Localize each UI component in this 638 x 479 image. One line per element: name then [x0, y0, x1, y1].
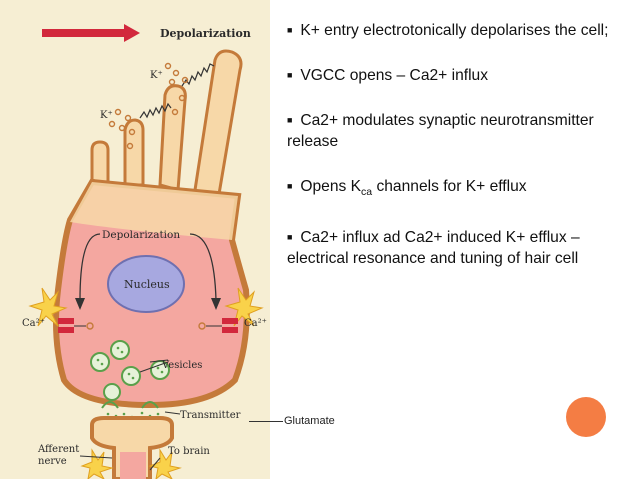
nucleus: [107, 255, 185, 313]
ca-channel-left: [28, 287, 74, 333]
bullet-item: ■ Ca2+ influx ad Ca2+ induced K+ efflux …: [287, 227, 617, 269]
hair-bundle: [90, 49, 243, 203]
afferent-label-line2: nerve: [38, 456, 67, 467]
k-top-label: K⁺: [150, 70, 163, 81]
transmitter-leader: [164, 411, 181, 415]
vesicles-label: Vesicles: [161, 360, 202, 371]
decorative-orange-circle: [566, 397, 606, 437]
bullet-text-pre: Opens K: [300, 178, 362, 195]
vesicles: [90, 340, 170, 401]
transmitter-label: Transmitter: [180, 410, 241, 421]
bullet-item: ■ K+ entry electrotonically depolarises …: [287, 20, 617, 41]
vesicle-leader-lines: [139, 359, 169, 373]
ca-channel-right: [222, 287, 264, 333]
cuticular-plate: [70, 182, 238, 240]
bullet-square-icon: ■: [287, 25, 293, 35]
glutamate-label: Glutamate: [284, 415, 335, 427]
k-ions: [108, 62, 189, 150]
bullet-text: VGCC opens – Ca2+ influx: [300, 67, 489, 84]
bullet-square-icon: ■: [287, 70, 293, 80]
bullet-text-post: channels for K+ efflux: [372, 178, 527, 195]
depolarization-arrow-top: [42, 24, 140, 42]
afferent-label-line1: Afferent: [37, 444, 79, 455]
bullet-text: Ca2+ influx ad Ca2+ induced K+ efflux – …: [287, 229, 580, 267]
bullet-text: Ca2+ modulates synaptic neurotransmitter…: [287, 112, 594, 150]
to-brain-label: To brain: [168, 446, 210, 457]
bullet-item: ■ VGCC opens – Ca2+ influx: [287, 65, 617, 86]
bullet-square-icon: ■: [287, 115, 293, 125]
bullet-text: K+ entry electrotonically depolarises th…: [300, 22, 609, 39]
afferent-axon-core: [120, 452, 146, 479]
afferent-nerve-terminal: [90, 416, 174, 479]
transmitter-release: [101, 401, 159, 409]
bullet-item: ■ Ca2+ modulates synaptic neurotransmitt…: [287, 110, 617, 152]
k-left-label: K⁺: [100, 110, 113, 121]
nucleus-label: Nucleus: [124, 278, 170, 291]
ca-left-label: Ca²⁺: [22, 318, 45, 329]
bullet-subscript: ca: [361, 186, 373, 198]
ca-right-label: Ca²⁺: [244, 318, 267, 329]
vesicle-contents: [96, 346, 164, 380]
bullet-square-icon: ■: [287, 232, 293, 242]
arrowhead-left: [75, 298, 85, 310]
bullet-item: ■ Opens Kca channels for K+ efflux: [287, 176, 617, 203]
depolarization-mid-label: Depolarization: [102, 229, 180, 241]
depolarization-top-label: Depolarization: [160, 27, 251, 40]
afferent-leader: [79, 455, 113, 459]
to-brain-leader: [149, 457, 161, 471]
tip-links: [139, 63, 215, 119]
action-potential-sparks: [80, 448, 182, 479]
bullet-list: ■ K+ entry electrotonically depolarises …: [287, 20, 617, 293]
arrowhead-right: [211, 298, 221, 310]
depolarization-arrows: [79, 233, 217, 301]
hair-cell-diagram: Depolarization K⁺ K⁺ Depolarization: [0, 0, 270, 479]
ca-ions: [86, 322, 206, 330]
bullet-square-icon: ■: [287, 181, 293, 191]
glutamate-leader-line: [249, 421, 283, 422]
